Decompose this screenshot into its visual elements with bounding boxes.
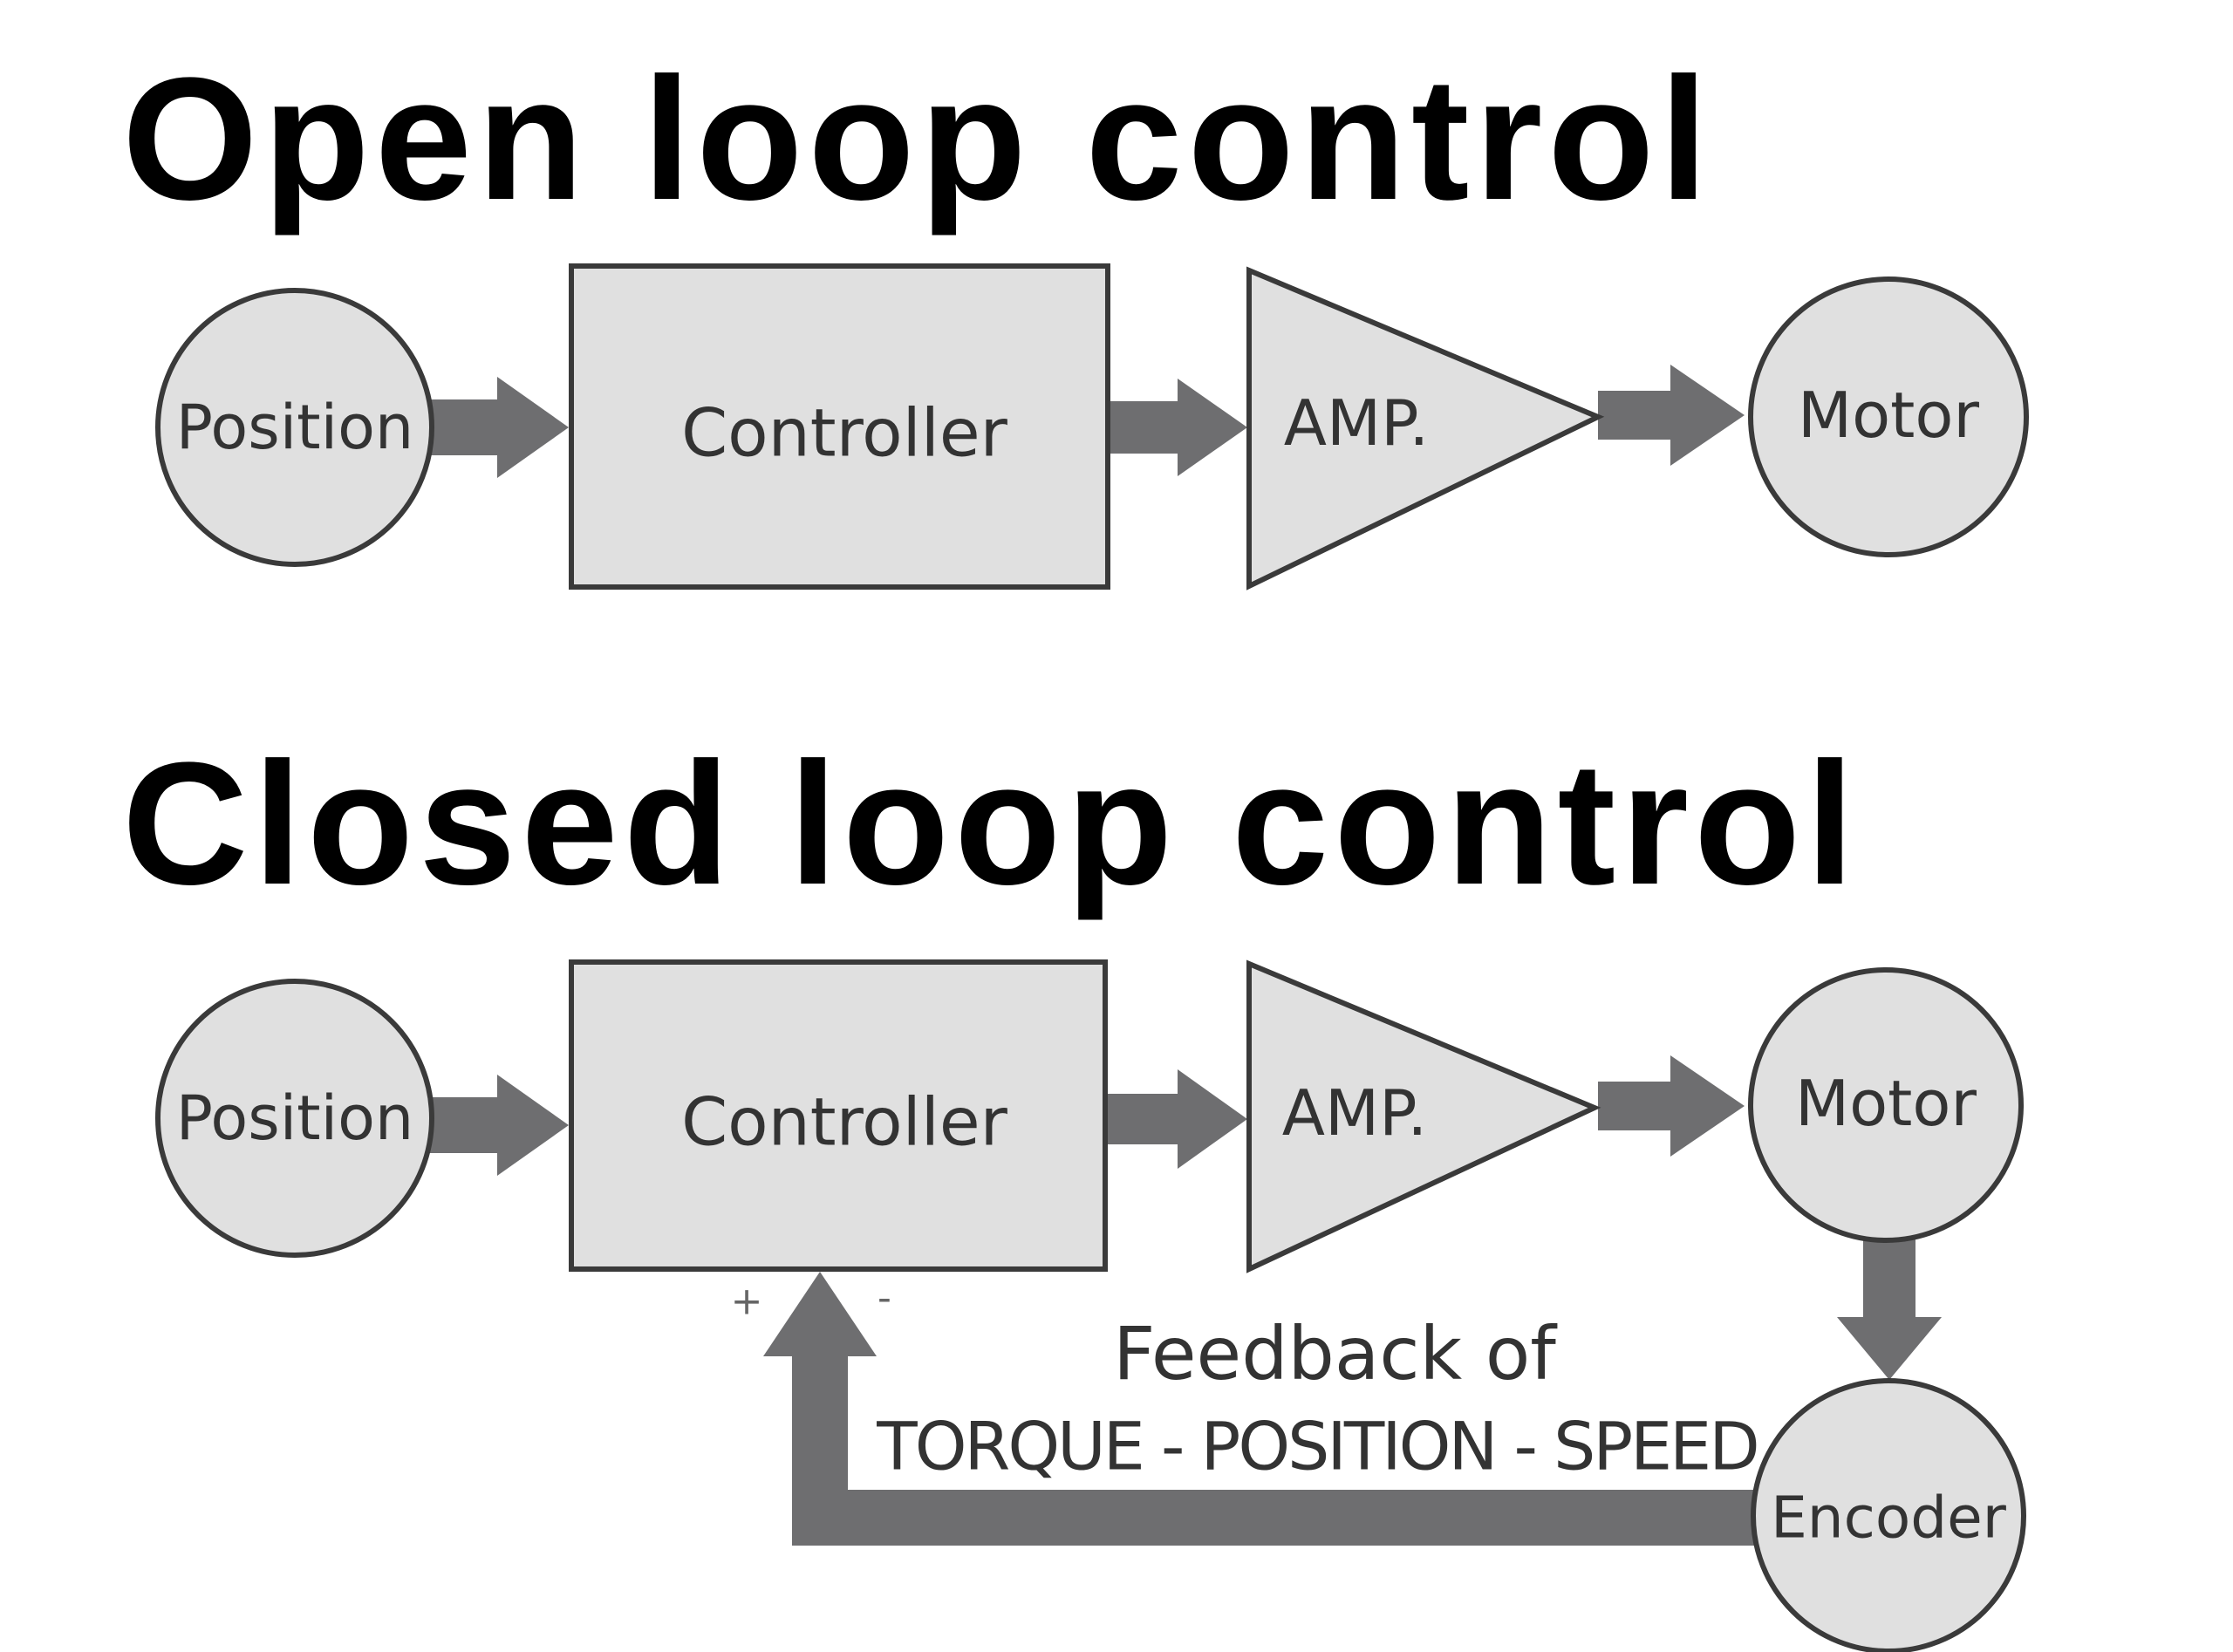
- closed-amp-triangle: [1246, 959, 1601, 1273]
- open-motor-circle: [1748, 276, 2029, 557]
- closed-arrow-controller-to-amp: [1106, 1069, 1247, 1169]
- closed-plus-sign: +: [731, 1280, 763, 1324]
- closed-loop-title: Closed loop control: [122, 727, 1860, 921]
- closed-position-label: Position: [176, 1082, 414, 1154]
- open-position-label: Position: [176, 392, 414, 463]
- open-arrow-position-to-controller: [429, 377, 569, 478]
- closed-feedback-arrow: [763, 1272, 1755, 1546]
- open-amp-label: AMP.: [1284, 386, 1429, 460]
- open-motor-node: Motor: [1748, 276, 2029, 557]
- closed-controller-label: Controller: [681, 1083, 1008, 1161]
- closed-amp-node: AMP.: [1246, 959, 1601, 1273]
- open-controller-label: Controller: [681, 394, 1008, 472]
- open-amp-triangle: [1246, 266, 1605, 590]
- closed-encoder-label: Encoder: [1771, 1485, 2007, 1552]
- closed-arrow-amp-to-motor: [1598, 1055, 1745, 1157]
- closed-controller-box: [569, 959, 1108, 1272]
- open-position-circle: [155, 288, 434, 567]
- closed-arrow-position-to-controller: [429, 1075, 569, 1176]
- closed-amp-label: AMP.: [1282, 1076, 1427, 1150]
- feedback-caption-line2: TORQUE - POSITION - SPEED: [876, 1408, 1757, 1485]
- closed-encoder-circle: [1751, 1378, 2026, 1652]
- open-arrow-controller-to-amp: [1108, 379, 1247, 476]
- open-loop-title: Open loop control: [122, 42, 1714, 236]
- open-motor-label: Motor: [1798, 379, 1979, 452]
- closed-position-node: Position: [155, 979, 434, 1258]
- open-amp-node: AMP.: [1246, 266, 1605, 590]
- open-loop-diagram: Position Controller AMP. Motor: [155, 263, 2029, 590]
- open-controller-node: Controller: [569, 263, 1110, 590]
- closed-motor-label: Motor: [1795, 1067, 1977, 1140]
- feedback-caption-line1: Feedback of: [1113, 1311, 1558, 1396]
- closed-arrow-motor-to-encoder: [1837, 1237, 1942, 1380]
- closed-motor-circle: [1748, 967, 2024, 1243]
- closed-position-circle: [155, 979, 434, 1258]
- closed-loop-diagram: Position Controller + - AMP. Motor: [155, 959, 2026, 1652]
- open-position-node: Position: [155, 288, 434, 567]
- closed-encoder-node: Encoder: [1751, 1378, 2026, 1652]
- closed-motor-node: Motor: [1748, 967, 2024, 1243]
- open-controller-box: [569, 263, 1110, 590]
- open-arrow-amp-to-motor: [1598, 365, 1745, 466]
- closed-minus-sign: -: [877, 1276, 891, 1321]
- closed-controller-node: Controller: [569, 959, 1108, 1272]
